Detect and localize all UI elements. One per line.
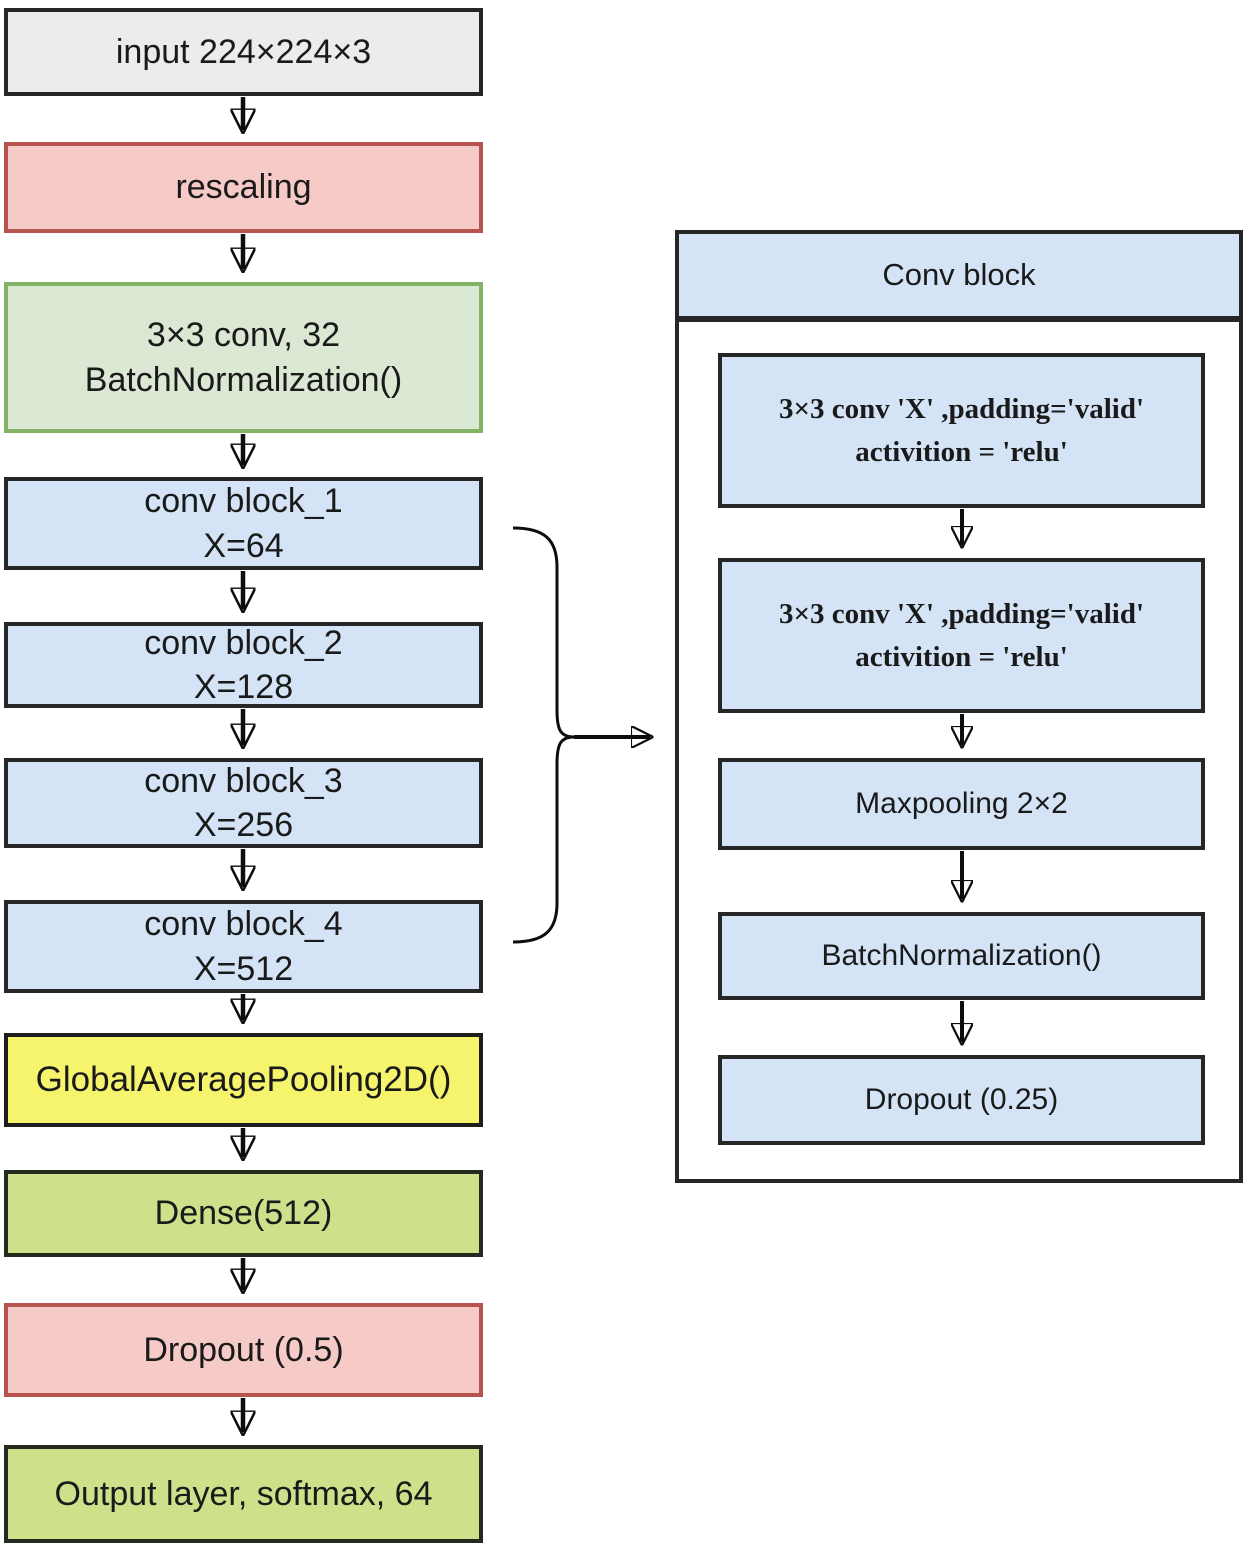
node-label: BatchNormalization() <box>84 360 403 399</box>
node-label: conv block_2 <box>144 623 343 662</box>
node-label: X=128 <box>193 668 294 706</box>
node-input: input 224×224×3 <box>4 8 483 96</box>
node-conv-32: 3×3 conv, 32 BatchNormalization() <box>4 282 483 433</box>
node-rescaling: rescaling <box>4 142 483 233</box>
node-label: 3×3 conv 'X' ,padding='valid' <box>778 393 1145 426</box>
node-label: conv block_1 <box>144 482 343 521</box>
node-label: X=64 <box>203 526 284 565</box>
node-conv-block-2: conv block_2 X=128 <box>4 622 483 708</box>
panel-node-conv-x-b: 3×3 conv 'X' ,padding='valid' activition… <box>718 558 1205 713</box>
node-label: Dense(512) <box>154 1194 333 1233</box>
conv-block-panel-header: Conv block <box>675 230 1243 320</box>
node-label: activition = 'relu' <box>855 435 1068 468</box>
node-label: Maxpooling 2×2 <box>855 787 1068 820</box>
node-label: input 224×224×3 <box>115 32 372 71</box>
node-conv-block-3: conv block_3 X=256 <box>4 758 483 848</box>
node-label: Dropout (0.25) <box>864 1083 1059 1116</box>
node-label: BatchNormalization() <box>821 939 1102 972</box>
node-label: Output layer, softmax, 64 <box>54 1474 433 1513</box>
node-label: 3×3 conv 'X' ,padding='valid' <box>778 598 1145 631</box>
panel-node-conv-x-a: 3×3 conv 'X' ,padding='valid' activition… <box>718 353 1205 508</box>
node-label: GlobalAveragePooling2D() <box>35 1060 452 1100</box>
node-label: Dropout (0.5) <box>143 1330 344 1369</box>
node-label: conv block_4 <box>144 905 343 944</box>
panel-node-batch-normalization: BatchNormalization() <box>718 912 1205 1000</box>
node-label: 3×3 conv, 32 <box>146 316 341 355</box>
panel-node-dropout-025: Dropout (0.25) <box>718 1055 1205 1145</box>
node-dense: Dense(512) <box>4 1170 483 1257</box>
node-conv-block-4: conv block_4 X=512 <box>4 900 483 993</box>
node-label: rescaling <box>175 168 312 207</box>
node-label: activition = 'relu' <box>855 640 1068 673</box>
node-label: X=256 <box>193 806 294 844</box>
node-conv-block-1: conv block_1 X=64 <box>4 477 483 570</box>
curly-brace <box>512 526 575 944</box>
panel-node-maxpooling: Maxpooling 2×2 <box>718 758 1205 850</box>
panel-title: Conv block <box>882 257 1036 292</box>
node-label: X=512 <box>193 949 294 988</box>
node-output-layer: Output layer, softmax, 64 <box>4 1445 483 1543</box>
node-label: conv block_3 <box>144 761 343 800</box>
node-global-average-pooling: GlobalAveragePooling2D() <box>4 1033 483 1127</box>
node-dropout: Dropout (0.5) <box>4 1303 483 1397</box>
